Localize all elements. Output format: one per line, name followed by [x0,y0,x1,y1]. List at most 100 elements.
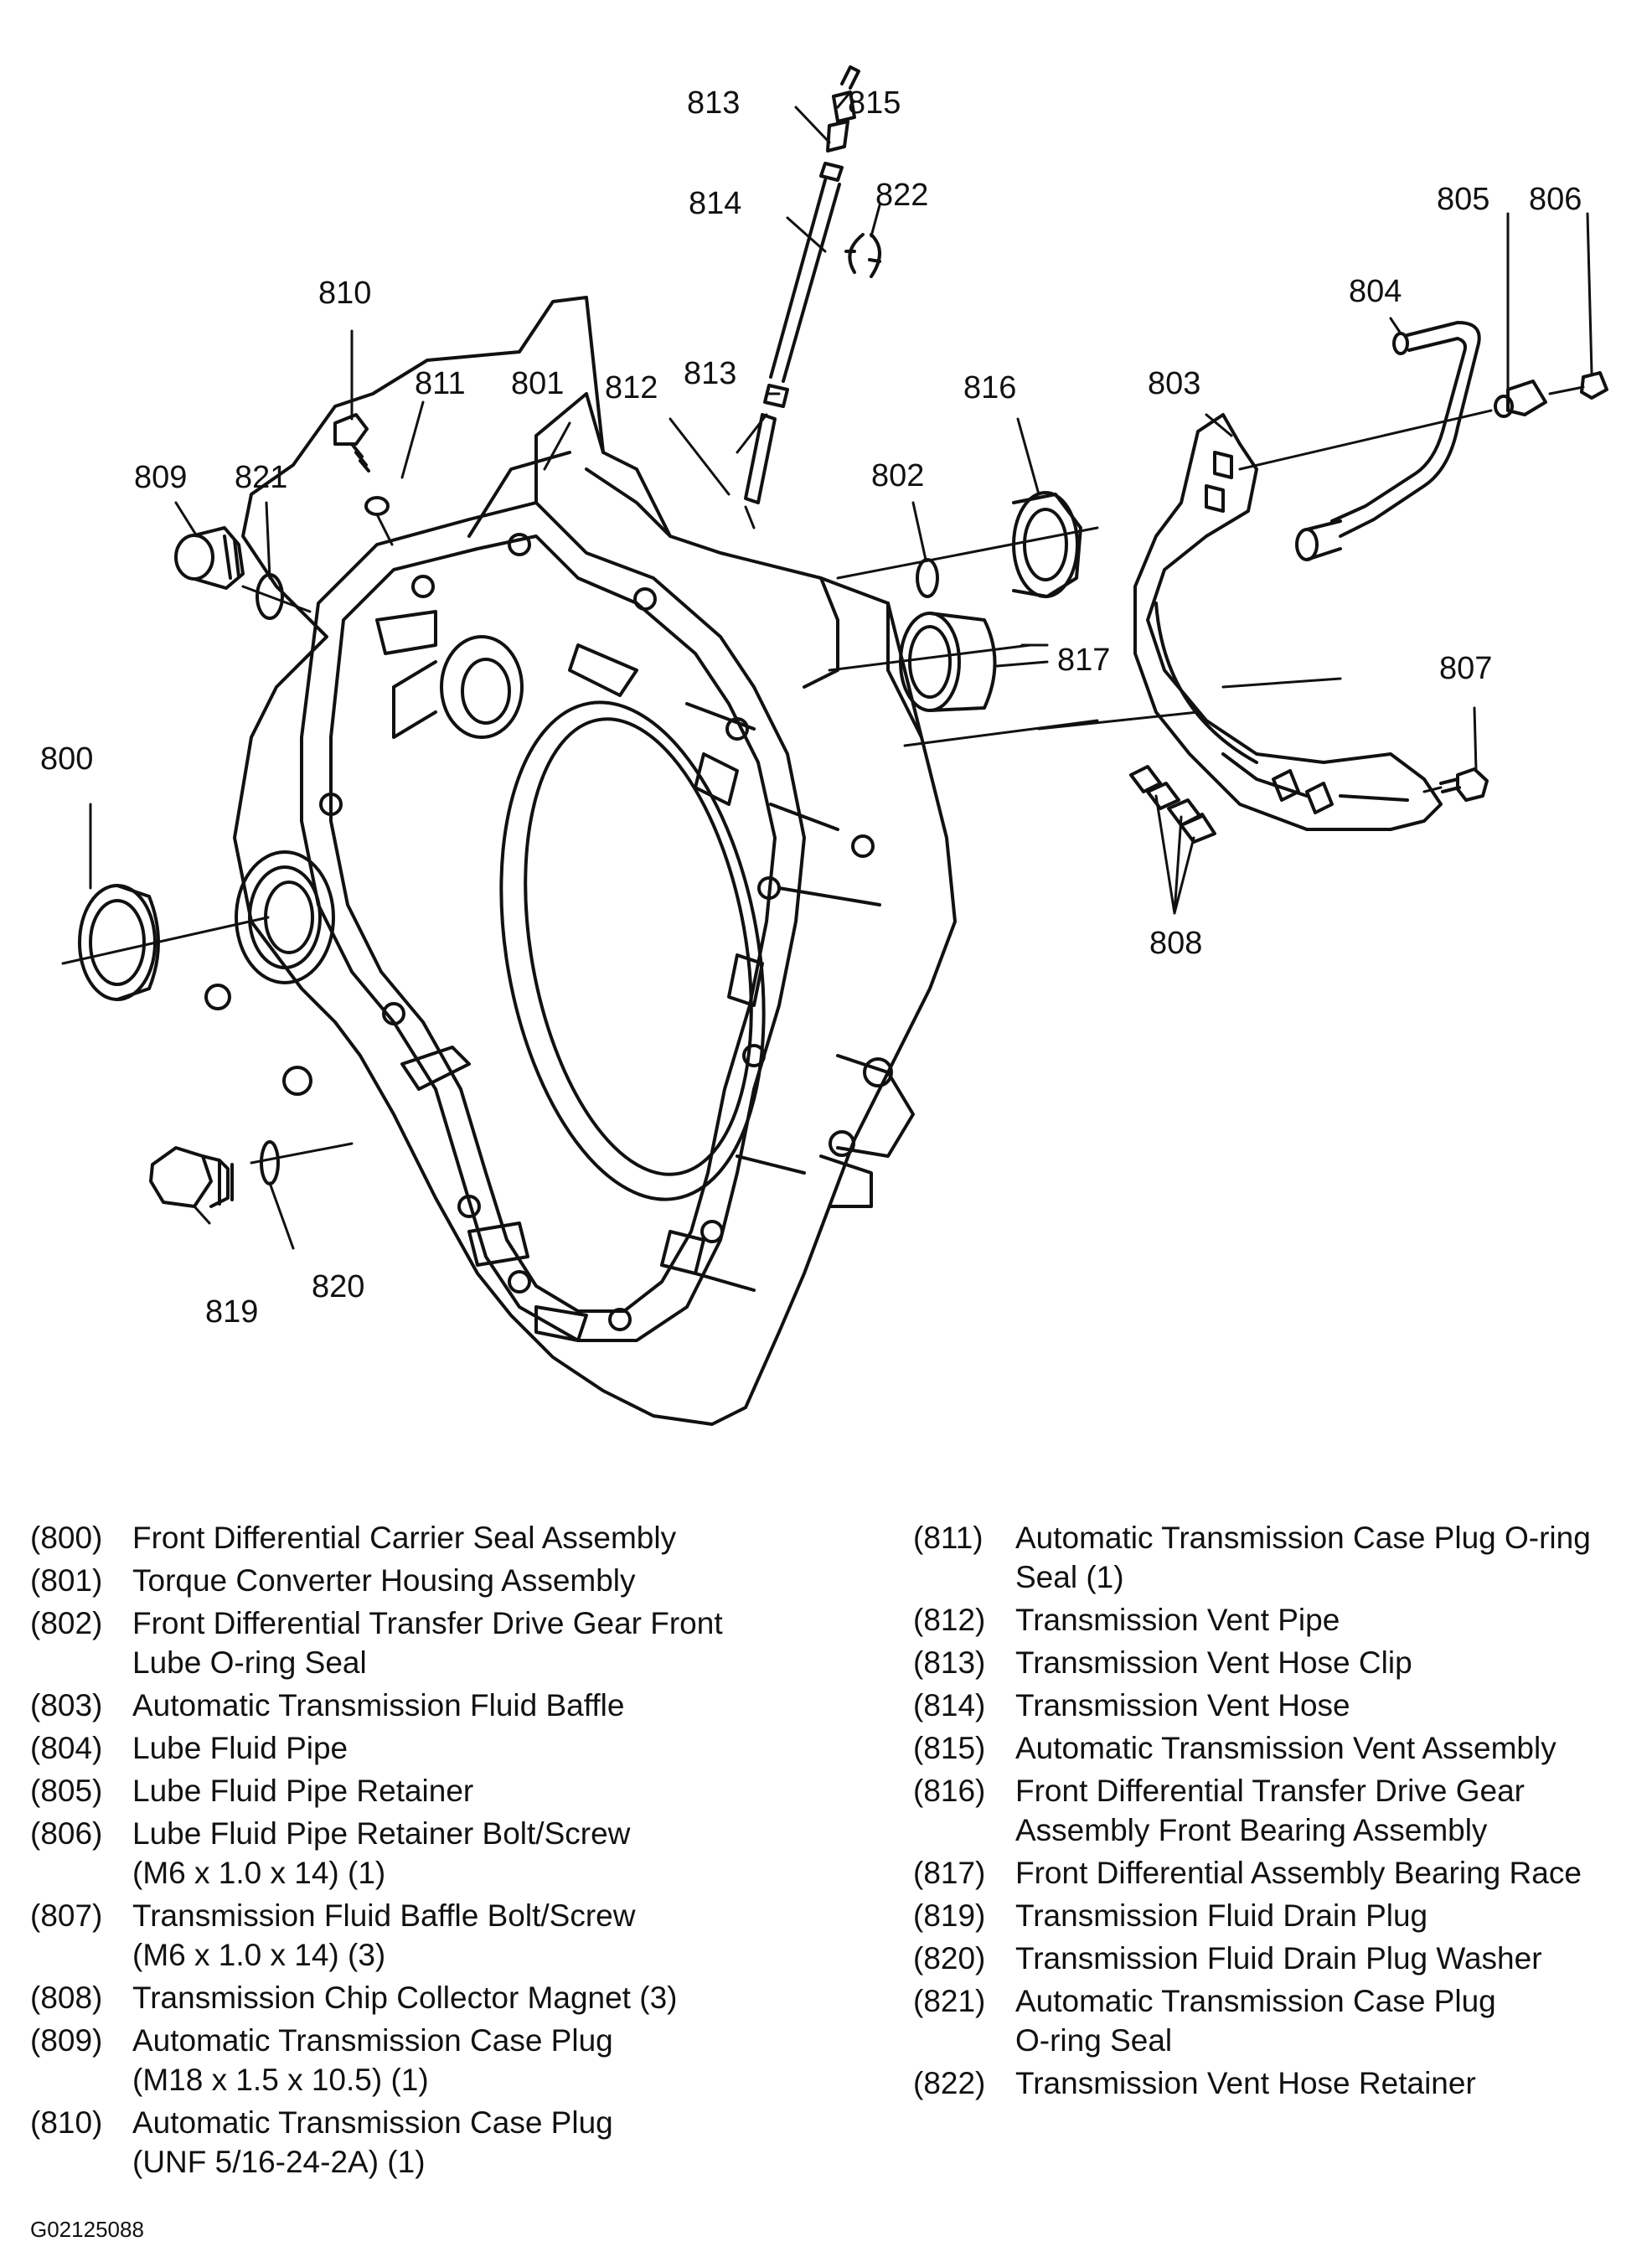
legend-number: (814) [913,1688,986,1722]
callout-813-top: 813 [687,85,740,121]
legend-description: Automatic Transmission Case Plug O-ring … [1015,1984,1496,2058]
callout-814: 814 [689,186,741,221]
legend-description: Automatic Transmission Case Plug (UNF 5/… [132,2105,613,2179]
legend-description: Front Differential Transfer Drive Gear F… [132,1606,723,1680]
legend-item: (801) Torque Converter Housing Assembly [30,1561,876,1600]
callout-811: 811 [415,366,466,401]
legend-number: (802) [30,1606,103,1640]
legend-item: (815) Automatic Transmission Vent Assembl… [913,1728,1642,1768]
legend-description: Automatic Transmission Vent Assembly [1015,1731,1556,1765]
callout-802: 802 [871,458,924,493]
lube-fluid-pipe-drawing [1238,321,1608,561]
exploded-view-diagram: 800 801 802 803 804 805 806 807 808 809 … [40,65,1608,1426]
legend-item: (821) Automatic Transmission Case Plug O-… [913,1981,1642,2060]
legend-number: (810) [30,2105,103,2140]
legend-number: (800) [30,1521,103,1555]
legend-description: Automatic Transmission Case Plug (M18 x … [132,2023,613,2097]
legend-number: (807) [30,1898,103,1933]
callout-816: 816 [963,370,1016,405]
legend-description: Automatic Transmission Case Plug O-ring … [1015,1521,1591,1594]
legend-number: (813) [913,1645,986,1680]
drain-plug-drawing [149,1140,354,1208]
legend-item: (802) Front Differential Transfer Drive G… [30,1604,876,1682]
callout-821: 821 [235,460,287,495]
case-plug-810-drawing [333,413,394,546]
legend-number: (806) [30,1816,103,1851]
callout-804: 804 [1349,274,1402,309]
leader-lines [89,90,1593,1250]
callout-819: 819 [205,1294,258,1330]
callout-800: 800 [40,741,93,777]
callout-810: 810 [318,276,371,311]
legend-number: (811) [913,1521,983,1555]
legend-number: (815) [913,1731,986,1765]
legend-number: (821) [913,1984,986,2018]
callout-805: 805 [1437,182,1489,217]
legend-number: (820) [913,1941,986,1976]
callout-820: 820 [312,1269,364,1304]
callout-808: 808 [1149,926,1202,961]
legend-description: Transmission Fluid Drain Plug [1015,1898,1428,1933]
legend-number: (817) [913,1856,986,1890]
legend-number: (804) [30,1731,103,1765]
legend-item: (814) Transmission Vent Hose [913,1686,1642,1725]
legend-item: (816) Front Differential Transfer Drive G… [913,1771,1642,1850]
legend-item: (822)Transmission Vent Hose Retainer [913,2063,1642,2103]
callout-812: 812 [605,370,658,405]
legend-item: (820) Transmission Fluid Drain Plug Washe… [913,1939,1642,1978]
figure-code: G02125088 [30,2217,144,2242]
legend-description: Torque Converter Housing Assembly [132,1563,636,1598]
legend-description: Front Differential Assembly Bearing Race [1015,1856,1582,1890]
callout-822: 822 [875,178,928,213]
legend-number: (805) [30,1774,103,1808]
legend-item: (811) Automatic Transmission Case Plug O-… [913,1518,1642,1597]
legend-description: Transmission Vent Hose Retainer [1015,2066,1476,2100]
callout-807: 807 [1439,651,1492,686]
legend-description: Front Differential Transfer Drive Gear A… [1015,1774,1525,1847]
callout-809: 809 [134,460,187,495]
legend-description: Transmission Vent Hose Clip [1015,1645,1412,1680]
legend-description: Automatic Transmission Fluid Baffle [132,1688,625,1722]
parts-legend-right: (811) Automatic Transmission Case Plug O-… [913,1518,1642,2106]
legend-description: Transmission Vent Hose [1015,1688,1350,1722]
callout-labels: 800 801 802 803 804 805 806 807 808 809 … [40,85,1582,1330]
callout-813-bottom: 813 [684,356,736,391]
legend-number: (801) [30,1563,103,1598]
fluid-baffle-drawing [903,413,1443,831]
legend-number: (808) [30,1981,103,2015]
legend-number: (803) [30,1688,103,1722]
torque-converter-housing-drawing [204,296,957,1426]
legend-number: (809) [30,2023,103,2058]
callout-803: 803 [1148,366,1200,401]
callout-815: 815 [848,85,901,121]
callout-817: 817 [1057,643,1110,678]
legend-description: Transmission Fluid Drain Plug Washer [1015,1941,1542,1976]
legend-description: Lube Fluid Pipe Retainer [132,1774,474,1808]
legend-item: (817) Front Differential Assembly Bearing… [913,1853,1642,1893]
bearing-parts-drawing [828,491,1099,712]
legend-description: Lube Fluid Pipe Retainer Bolt/Screw (M6 … [132,1816,631,1890]
legend-description: Transmission Chip Collector Magnet (3) [132,1981,678,2015]
front-differential-carrier-seal-drawing [61,884,270,1001]
legend-description: Transmission Fluid Baffle Bolt/Screw (M6… [132,1898,636,1972]
baffle-bolt-drawing [1422,767,1489,802]
legend-item: (806) Lube Fluid Pipe Retainer Bolt/Screw… [30,1814,876,1893]
legend-description: Transmission Vent Pipe [1015,1603,1340,1637]
legend-item: (812) Transmission Vent Pipe [913,1600,1642,1640]
legend-item: (819) Transmission Fluid Drain Plug [913,1896,1642,1935]
legend-description: Lube Fluid Pipe [132,1731,348,1765]
legend-item: (800) Front Differential Carrier Seal Ass… [30,1518,876,1557]
legend-number: (819) [913,1898,986,1933]
legend-item: (803) Automatic Transmission Fluid Baffle [30,1686,876,1725]
legend-item: (805) Lube Fluid Pipe Retainer [30,1771,876,1810]
legend-number: (812) [913,1603,986,1637]
legend-item: (810) Automatic Transmission Case Plug (U… [30,2103,876,2182]
legend-description: Front Differential Carrier Seal Assembly [132,1521,677,1555]
legend-item: (809) Automatic Transmission Case Plug (M… [30,2021,876,2099]
legend-number: (816) [913,1774,986,1808]
legend-item: (804) Lube Fluid Pipe [30,1728,876,1768]
callout-801: 801 [511,366,564,401]
legend-item: (807) Transmission Fluid Baffle Bolt/Scre… [30,1896,876,1975]
parts-legend-left: (800) Front Differential Carrier Seal Ass… [30,1518,876,2185]
callout-806: 806 [1529,182,1582,217]
